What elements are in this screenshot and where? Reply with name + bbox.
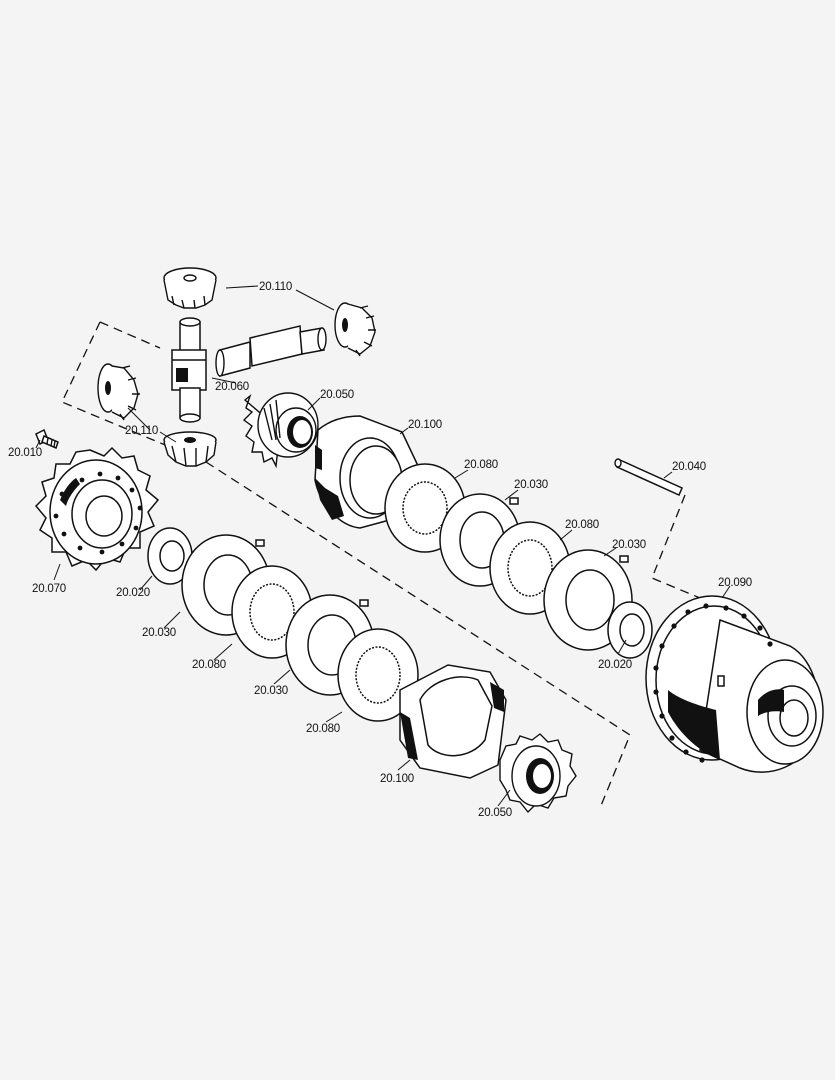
bolt	[35, 428, 59, 450]
label-20040: 20.040	[672, 461, 706, 473]
label-20110-left: 20.110	[125, 425, 158, 437]
assembly-dash-right	[651, 494, 701, 599]
pressure-ring-upper	[314, 415, 421, 529]
label-20030-upper-2: 20.030	[612, 539, 646, 551]
bevel-pinion-lower	[163, 431, 217, 467]
label-20080-lower-2: 20.080	[306, 723, 340, 735]
side-gear-lower	[499, 733, 577, 814]
label-20080-upper-2: 20.080	[565, 519, 599, 531]
assembly-dash-upper	[61, 321, 207, 463]
label-20090: 20.090	[718, 577, 752, 589]
leader-lines	[35, 285, 731, 807]
label-20110-top: 20.110	[259, 281, 292, 293]
thrust-washer-left	[147, 527, 193, 585]
thrust-washer-right	[607, 601, 653, 659]
label-20070: 20.070	[32, 583, 66, 595]
label-20050-upper: 20.050	[320, 389, 354, 401]
sprocket-flange	[34, 446, 160, 572]
assembly-dash-lower	[205, 461, 631, 809]
label-20060: 20.060	[215, 381, 249, 393]
label-20100-lower: 20.100	[380, 773, 414, 785]
side-gear-upper	[242, 392, 319, 469]
bevel-pinion-right	[334, 302, 376, 357]
differential-housing	[645, 595, 824, 773]
label-20080-lower-1: 20.080	[192, 659, 226, 671]
bevel-pinion-left	[97, 363, 140, 421]
label-20100-upper: 20.100	[408, 419, 442, 431]
label-20050-lower: 20.050	[478, 807, 512, 819]
label-20080-upper-1: 20.080	[464, 459, 498, 471]
bevel-pinion-top	[163, 267, 217, 309]
cross-shaft	[171, 317, 327, 423]
label-20020-left: 20.020	[116, 587, 150, 599]
label-20020-right: 20.020	[598, 659, 632, 671]
label-20030-lower-1: 20.030	[142, 627, 176, 639]
label-20030-lower-2: 20.030	[254, 685, 288, 697]
label-20010: 20.010	[8, 447, 42, 459]
friction-disc-lower-2	[337, 628, 419, 722]
label-20030-upper-1: 20.030	[514, 479, 548, 491]
pressure-ring-lower	[399, 664, 507, 779]
pin	[614, 458, 683, 496]
